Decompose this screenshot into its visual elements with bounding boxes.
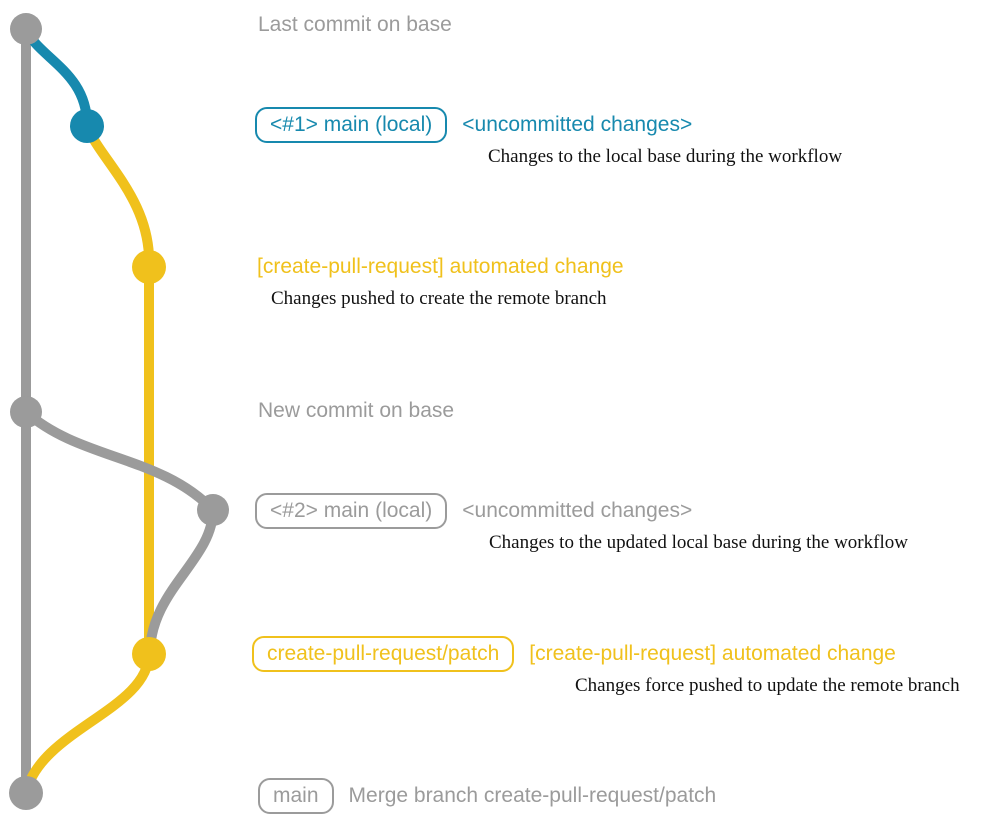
commit-node-new-base: [10, 396, 42, 428]
commit-node-automated-2: [132, 637, 166, 671]
commit-node-uncommitted-2: [197, 494, 229, 526]
badge-create-pull-request-patch: create-pull-request/patch: [252, 636, 515, 672]
badge-main: main: [258, 778, 334, 814]
branch-curve-patch-merge: [21, 649, 154, 798]
commit-node-uncommitted-1: [70, 109, 104, 143]
desc-automated-change-2: Changes force pushed to update the remot…: [575, 675, 960, 696]
title-automated-change-2: [create-pull-request] automated change: [529, 642, 896, 665]
commit-node-merge: [9, 776, 43, 810]
branch-line-patch: [82, 121, 155, 659]
branch-curve-rebase: [145, 505, 218, 659]
title-automated-change-1: [create-pull-request] automated change: [257, 255, 624, 278]
branch-curve-main-local-2: [21, 407, 218, 515]
commit-graph: [9, 13, 229, 810]
desc-uncommitted-changes-1: Changes to the local base during the wor…: [488, 146, 843, 167]
desc-uncommitted-changes-2: Changes to the updated local base during…: [489, 532, 908, 553]
commit-node-last-base: [10, 13, 42, 45]
badge-main-local-1: <#1> main (local): [255, 107, 448, 143]
commit-node-automated-1: [132, 250, 166, 284]
title-uncommitted-changes-2: <uncommitted changes>: [462, 499, 693, 522]
label-last-commit-on-base: Last commit on base: [258, 13, 452, 36]
label-new-commit-on-base: New commit on base: [258, 399, 455, 422]
badge-main-local-2: <#2> main (local): [255, 493, 448, 529]
title-uncommitted-changes-1: <uncommitted changes>: [462, 113, 693, 136]
desc-automated-change-1: Changes pushed to create the remote bran…: [271, 288, 607, 309]
branch-curve-main-local-1: [21, 24, 93, 131]
title-merge-branch: Merge branch create-pull-request/patch: [348, 784, 717, 807]
